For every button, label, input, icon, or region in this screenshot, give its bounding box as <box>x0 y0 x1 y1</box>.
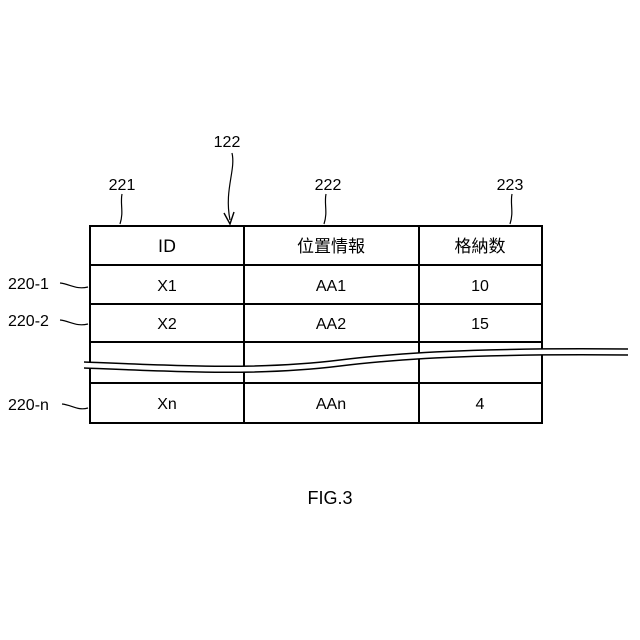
ref-row-2-label: 220-2 <box>8 313 49 330</box>
leader-122 <box>228 153 233 220</box>
cell-row1-id: X1 <box>157 278 177 295</box>
break-band <box>84 349 628 373</box>
cell-row2-id: X2 <box>157 316 177 333</box>
ref-table-label: 122 <box>214 134 241 151</box>
leader-223 <box>510 194 512 224</box>
ref-row-n-label: 220-n <box>8 397 49 414</box>
ref-col-id-label: 221 <box>109 177 136 194</box>
header-count: 格納数 <box>455 237 506 257</box>
leader-220-1 <box>60 283 88 288</box>
leader-222 <box>324 194 326 224</box>
header-location: 位置情報 <box>297 237 365 257</box>
leader-221 <box>120 194 122 224</box>
cell-rown-count: 4 <box>476 396 485 413</box>
leader-220-2 <box>60 320 88 325</box>
cell-rown-location: AAn <box>316 396 346 413</box>
cell-row2-count: 15 <box>471 316 489 333</box>
ref-col-count-label: 223 <box>497 177 524 194</box>
cell-row1-count: 10 <box>471 278 489 295</box>
figure-caption: FIG.3 <box>307 488 352 508</box>
header-id: ID <box>158 237 176 257</box>
cell-row2-location: AA2 <box>316 316 346 333</box>
ref-row-1-label: 220-1 <box>8 276 49 293</box>
cell-row1-location: AA1 <box>316 278 346 295</box>
leader-220-n <box>62 404 88 409</box>
ref-col-location-label: 222 <box>315 177 342 194</box>
cell-rown-id: Xn <box>157 396 177 413</box>
